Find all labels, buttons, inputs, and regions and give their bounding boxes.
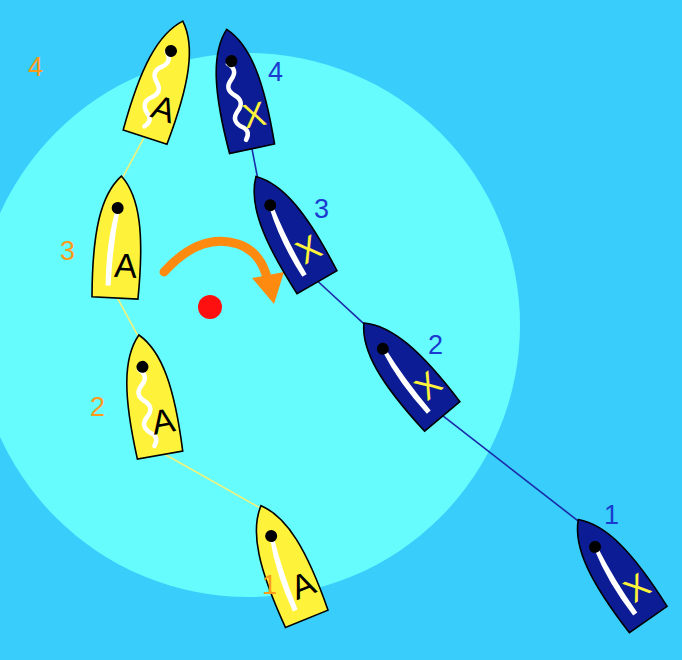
callout-number: 4: [268, 57, 283, 87]
boat: A: [86, 171, 149, 310]
boat-letter: A: [105, 244, 147, 286]
mast: [374, 340, 391, 357]
mast: [111, 202, 124, 215]
callout-number: 3: [60, 236, 75, 266]
callout-number: 1: [604, 500, 619, 530]
track-line: [315, 279, 366, 326]
callout-number: 1: [262, 570, 277, 600]
turn-arrow-head: [252, 272, 284, 304]
callout-number: 3: [314, 194, 329, 224]
hull: [123, 14, 206, 145]
track-line: [121, 133, 146, 180]
mast: [262, 197, 278, 213]
boat-hull: [86, 171, 149, 310]
track-line: [251, 145, 258, 180]
callout-number: 4: [28, 52, 43, 82]
callout-number: 2: [90, 392, 105, 422]
hull: [235, 165, 337, 294]
track-line: [440, 413, 581, 522]
hull: [239, 497, 329, 628]
mast: [224, 54, 238, 68]
boat-letter: A: [140, 398, 186, 444]
mast: [163, 43, 178, 58]
boat-letter: X: [230, 91, 277, 138]
turn-arrow: [164, 241, 268, 282]
hull: [346, 308, 461, 432]
mast: [263, 528, 279, 544]
mast: [587, 539, 604, 556]
mast: [136, 360, 150, 374]
track-line: [159, 451, 262, 509]
track-line: [115, 294, 139, 339]
mark: [198, 295, 222, 319]
callout-number: 2: [428, 330, 443, 360]
